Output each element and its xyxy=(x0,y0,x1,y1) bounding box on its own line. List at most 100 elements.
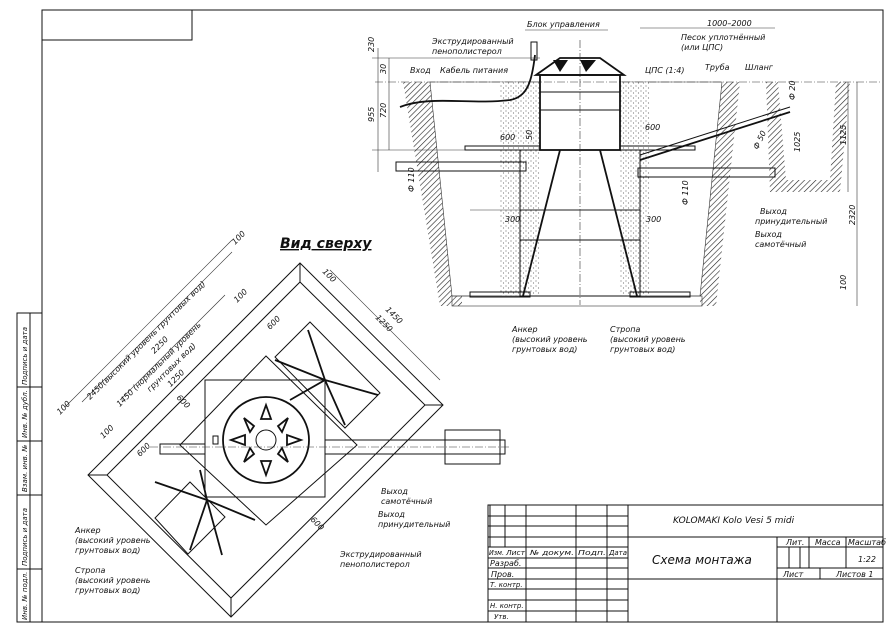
label-sand: Песок уплотнённый xyxy=(681,33,765,42)
dim-30: 30 xyxy=(379,64,388,74)
control-unit xyxy=(530,41,538,61)
top-label-foam-2: пенополистерол xyxy=(340,560,410,569)
dim-720: 720 xyxy=(379,103,388,118)
label-anchor: Анкер xyxy=(511,325,538,334)
label-hose: Шланг xyxy=(745,63,774,72)
label-foam: Экструдированный xyxy=(431,37,514,46)
dim-110-left: Ф 110 xyxy=(407,167,416,192)
col-header-sheet: Лист xyxy=(505,549,526,557)
dim-600-right: 600 xyxy=(645,123,660,132)
dim-1025: 1025 xyxy=(793,132,802,152)
top-label-forced-outlet-2: принудительный xyxy=(378,520,450,529)
label-gravity-outlet: Выход xyxy=(755,230,782,239)
forced-hose xyxy=(639,111,791,161)
role-norm-control: Н. контр. xyxy=(490,602,524,610)
label-power-cable: Кабель питания xyxy=(440,66,508,75)
inlet-pipe xyxy=(395,161,527,172)
foam-plate-right xyxy=(619,145,696,151)
dim-1000-2000: 1000–2000 xyxy=(707,19,752,28)
dim-50-right: Ф 50 xyxy=(752,129,768,151)
top-label-sling-3: грунтовых вод) xyxy=(75,586,140,595)
tank-lid xyxy=(533,57,627,76)
col-header-doc-no: № докум. xyxy=(529,549,574,557)
dim-600-a: 600 xyxy=(265,314,282,331)
top-label-anchor-2: (высокий уровень xyxy=(75,536,151,545)
label-anchor-3: грунтовых вод) xyxy=(512,345,577,354)
soil-right xyxy=(700,82,740,306)
outlet-pipe xyxy=(637,167,776,178)
power-cable xyxy=(399,54,536,108)
dim-50: 50 xyxy=(525,130,534,140)
label-gravity-outlet-2: самотёчный xyxy=(755,240,806,249)
foam-outline xyxy=(179,355,358,526)
dim-600-left: 600 xyxy=(500,133,515,142)
inlet-pipe-top xyxy=(159,443,206,455)
label-sling-3: грунтовых вод) xyxy=(610,345,675,354)
label-inlet: Вход xyxy=(410,66,431,75)
sheet-label: Лист xyxy=(782,570,804,579)
sheets-count: Листов 1 xyxy=(835,570,874,579)
dim-100-a: 100 xyxy=(55,399,72,416)
role-checker: Пров. xyxy=(491,570,514,579)
top-label-sling-2: (высокий уровень xyxy=(75,576,151,585)
stamp-replace-inv: Взам. инв. № xyxy=(21,444,29,492)
stamp-dup-inv: Инв. № дубл. xyxy=(21,390,29,438)
product-name: KOLOMAKI Kolo Vesi 5 midi xyxy=(673,516,795,526)
dim-100-b: 100 xyxy=(230,229,247,246)
top-label-forced-outlet: Выход xyxy=(378,510,405,519)
soil-trench xyxy=(766,82,850,192)
stamp-signature-date-2: Подпись и дата xyxy=(21,508,29,566)
dim-100: 100 xyxy=(839,275,848,290)
dim-100-c: 100 xyxy=(98,423,115,440)
label-sand-2: (или ЦПС) xyxy=(681,43,723,52)
label-forced-outlet-2: принудительный xyxy=(755,217,827,226)
dim-300-right: 300 xyxy=(646,215,661,224)
label-sling: Стропа xyxy=(610,325,640,334)
label-foam-2: пенополистерол xyxy=(432,47,502,56)
dim-20: Ф 20 xyxy=(788,80,797,100)
scale-label: Масштаб xyxy=(848,538,886,547)
lid-hub xyxy=(255,429,277,451)
drawing-title: Схема монтажа xyxy=(652,553,752,567)
sling-bottom xyxy=(154,469,256,556)
role-developer: Разраб. xyxy=(490,559,521,568)
label-forced-outlet: Выход xyxy=(760,207,787,216)
dim-100-e: 100 xyxy=(321,267,338,284)
dim-955: 955 xyxy=(367,107,376,122)
tank-lid-circle xyxy=(222,396,310,484)
soil-left xyxy=(403,82,462,306)
role-tech-control: Т. контр. xyxy=(490,581,523,589)
dim-230: 230 xyxy=(367,37,376,52)
top-label-anchor: Анкер xyxy=(74,526,101,535)
dim-300-left: 300 xyxy=(505,215,520,224)
label-pipe: Труба xyxy=(705,63,730,72)
stamp-original-inv: Инв. № подл. xyxy=(21,572,29,620)
section-view: Блок управления Экструдированный пенопол… xyxy=(367,19,880,354)
top-label-sling: Стропа xyxy=(75,566,105,575)
col-header-change: Изм. xyxy=(489,549,504,557)
label-sling-2: (высокий уровень xyxy=(610,335,686,344)
label-cps: ЦПС (1:4) xyxy=(645,66,684,75)
foam-plate-left xyxy=(464,145,541,151)
top-label-anchor-3: грунтовых вод) xyxy=(75,546,140,555)
role-approved: Утв. xyxy=(494,613,509,621)
mass-label: Масса xyxy=(815,538,841,547)
col-header-date: Дата xyxy=(608,549,627,557)
tank-top-box xyxy=(204,379,326,498)
dim-2320: 2320 xyxy=(848,205,857,225)
side-stamp-strip: Подпись и дата Инв. № дубл. Взам. инв. №… xyxy=(16,312,43,623)
top-view-title: Вид сверху xyxy=(280,236,372,252)
dim-1125: 1125 xyxy=(839,125,848,145)
lit-label: Лит. xyxy=(785,538,804,547)
label-anchor-2: (высокий уровень xyxy=(512,335,588,344)
dim-100-d: 100 xyxy=(232,287,249,304)
top-label-foam: Экструдированный xyxy=(339,550,422,559)
dim-110-right: Ф 110 xyxy=(681,180,690,205)
title-block: KOLOMAKI Kolo Vesi 5 midi Схема монтажа … xyxy=(487,504,886,623)
scale-value: 1:22 xyxy=(858,555,876,564)
label-control-unit: Блок управления xyxy=(527,20,600,29)
top-label-gravity-outlet-2: самотёчный xyxy=(381,497,432,506)
stamp-signature-date-1: Подпись и дата xyxy=(21,327,29,385)
dim-600-d: 600 xyxy=(309,515,326,532)
